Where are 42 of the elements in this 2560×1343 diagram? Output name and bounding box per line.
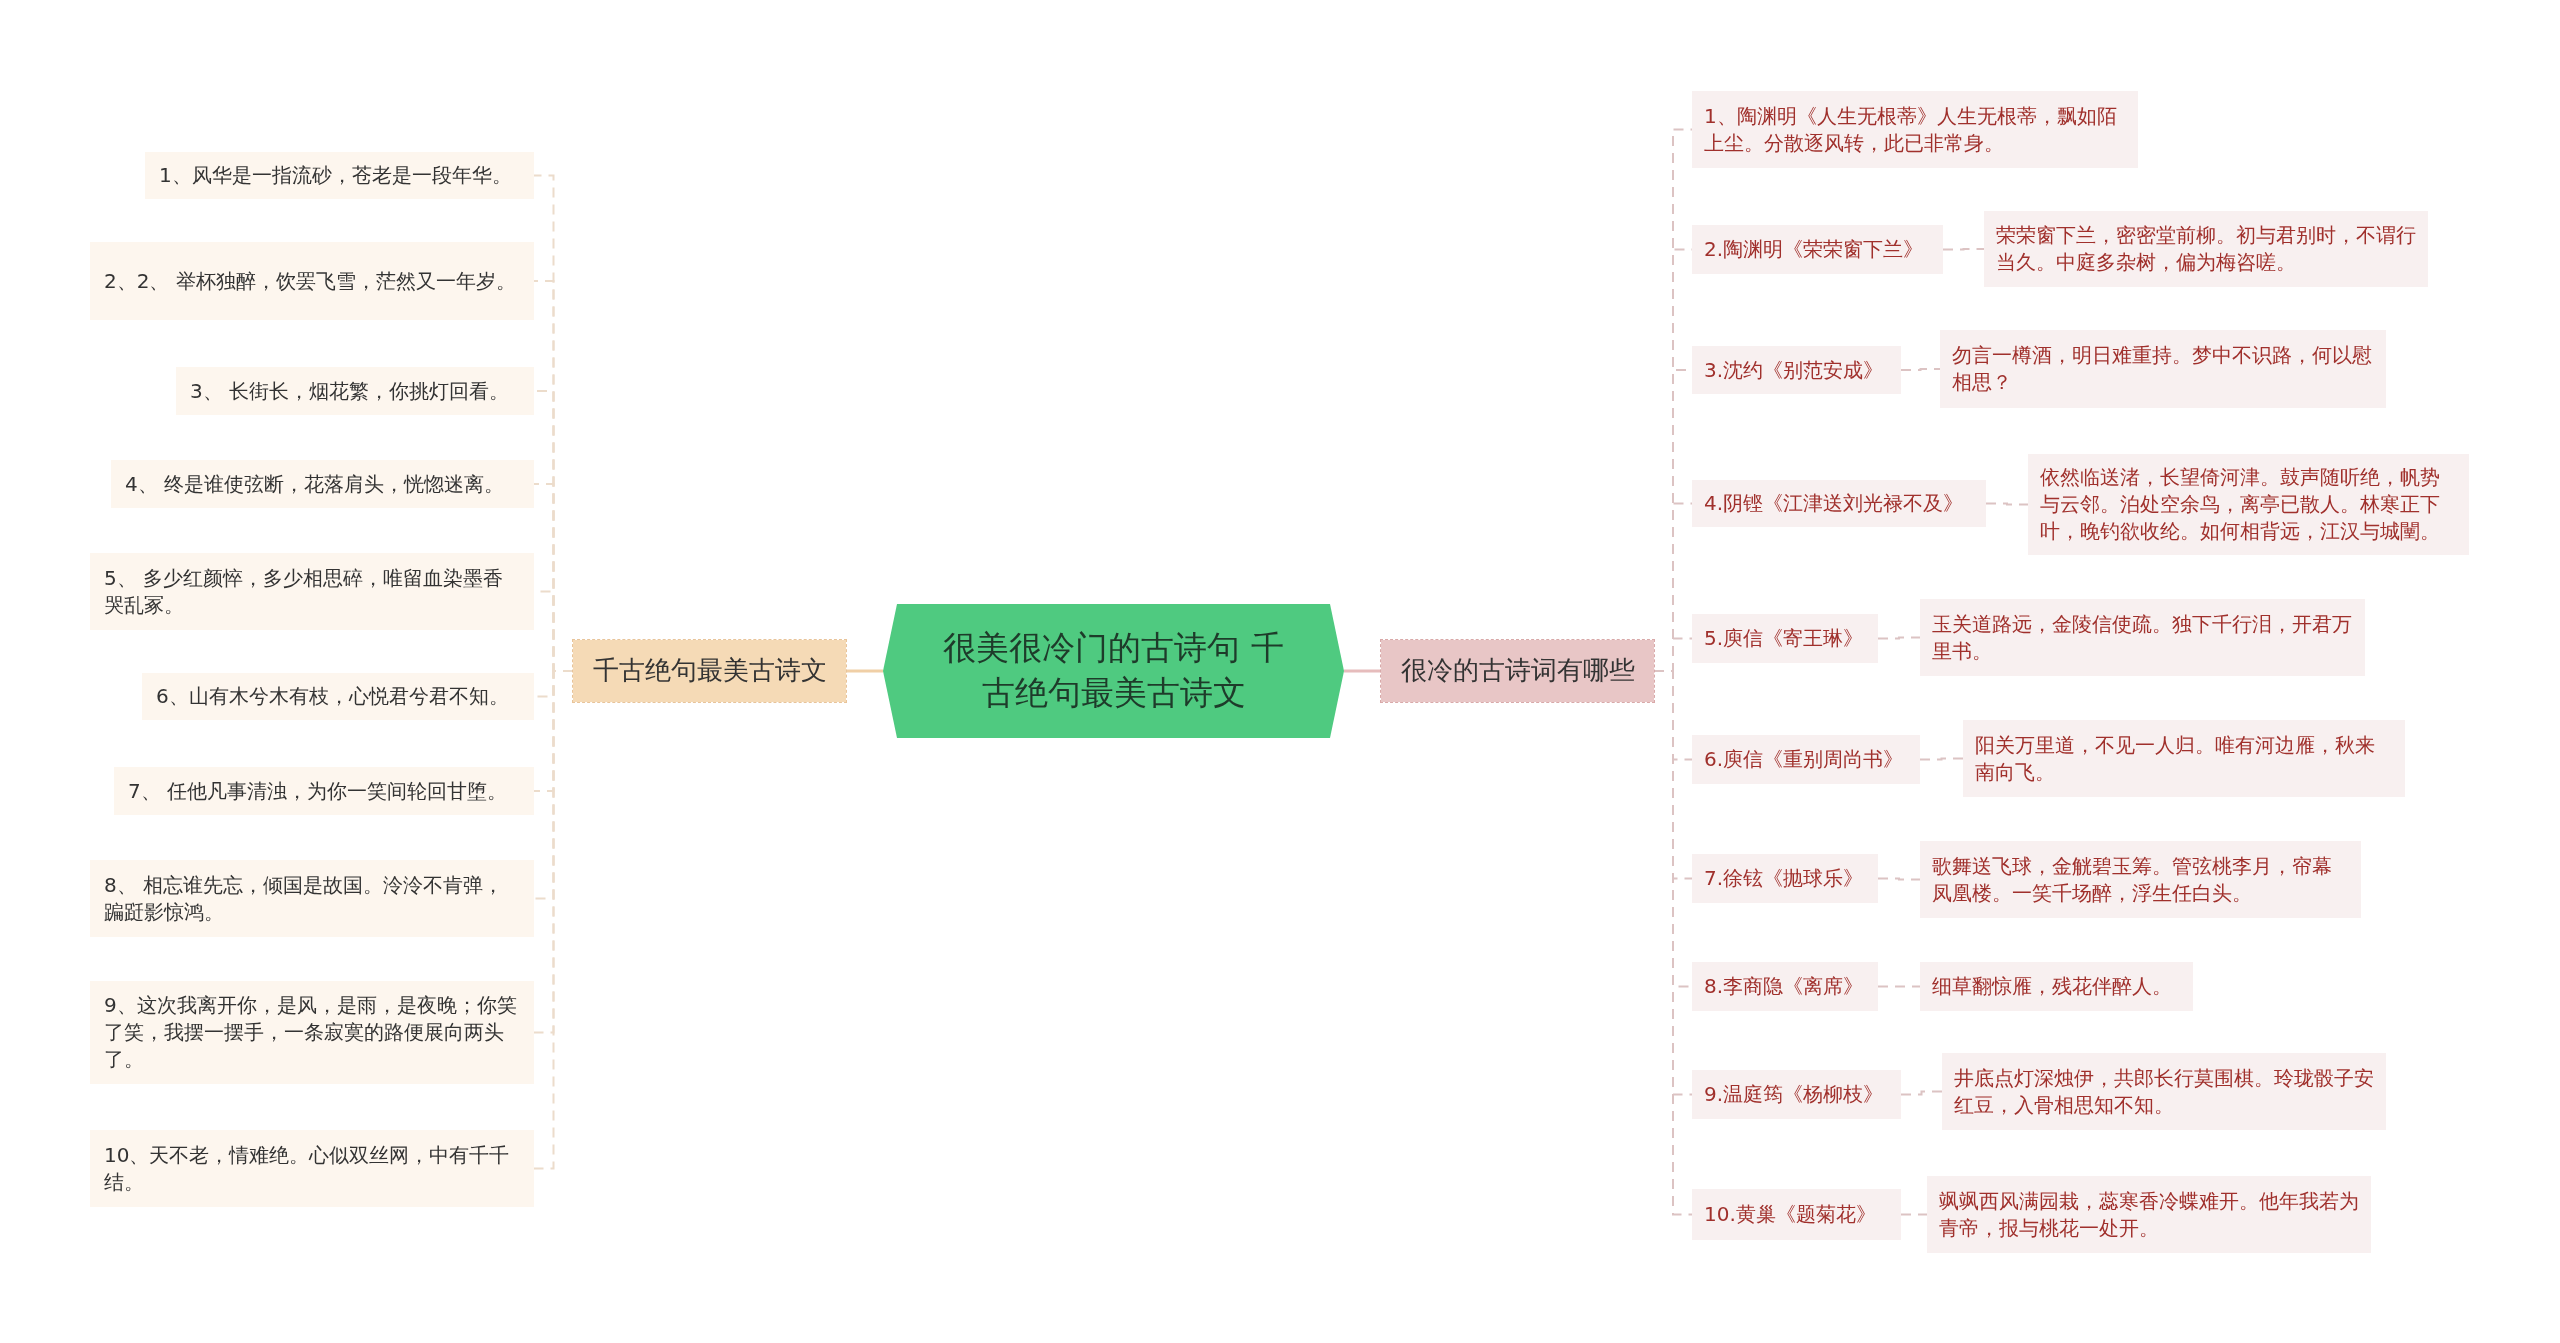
branch-box: 很冷的古诗词有哪些 [1381,640,1654,702]
branch-box: 千古绝句最美古诗文 [573,640,846,702]
connector-line [1877,985,1921,988]
verse-box: 4.阴铿《江津送刘光禄不及》 [1692,480,1986,527]
connector-line [1877,877,1921,881]
verse-box: 2.陶渊明《荣荣窗下兰》 [1692,225,1943,274]
verse-box: 5、 多少红颜悴，多少相思碎，唯留血染墨香哭乱冢。 [90,553,534,630]
verse-box: 玉关道路远，金陵信使疏。独下千行泪，开君万里书。 [1920,599,2365,676]
verse-box: 7、 任他凡事清浊，为你一笑间轮回甘堕。 [114,767,534,815]
verse-box: 9、这次我离开你，是风，是雨，是夜晚；你笑了笑，我摆一摆手，一条寂寞的路便展向两头了。 [90,981,534,1084]
verse-box: 1、风华是一指流砂，苍老是一段年华。 [145,152,534,199]
verse-box: 2、2、 举杯独醉，饮罢飞雪，茫然又一年岁。 [90,242,534,320]
connector-line [1919,757,1964,761]
verse-box: 1、陶渊明《人生无根蒂》人生无根蒂，飘如陌上尘。分散逐风转，此已非常身。 [1692,91,2138,168]
verse-box: 6、山有木兮木有枝，心悦君兮君不知。 [142,673,534,720]
connector-line [1900,1090,1943,1096]
verse-box: 阳关万里道，不见一人归。唯有河边雁，秋来南向飞。 [1963,720,2405,797]
verse-box: 飒飒西风满园栽，蕊寒香冷蝶难开。他年我若为青帝，报与桃花一处开。 [1927,1176,2371,1253]
verse-box: 8.李商隐《离席》 [1692,962,1878,1011]
connector-line [1985,502,2029,506]
verse-box: 3、 长街长，烟花繁，你挑灯回看。 [176,367,534,415]
verse-box: 井底点灯深烛伊，共郎长行莫围棋。玲珑骰子安红豆，入骨相思知不知。 [1942,1053,2386,1130]
verse-box: 4、 终是谁使弦断，花落肩头，恍惚迷离。 [111,460,534,508]
verse-box: 7.徐铉《抛球乐》 [1692,854,1878,903]
connector-line [1942,248,1985,251]
verse-box: 9.温庭筠《杨柳枝》 [1692,1070,1901,1119]
verse-box: 荣荣窗下兰，密密堂前柳。初与君别时，不谓行当久。中庭多杂树，偏为梅咨嗟。 [1984,211,2428,287]
connector-line [1877,636,1921,640]
connector-line [1344,669,1381,673]
verse-box: 10.黄巢《题菊花》 [1692,1189,1901,1240]
verse-box: 5.庾信《寄王琳》 [1692,614,1878,663]
verse-box: 3.沈约《别范安成》 [1692,346,1901,394]
connector-line [1900,1213,1928,1216]
verse-box: 6.庾信《重别周尚书》 [1692,735,1920,784]
verse-box: 8、 相忘谁先忘，倾国是故国。泠泠不肯弹，蹁跹影惊鸿。 [90,860,534,937]
verse-box: 10、天不老，情难绝。心似双丝网，中有千千结。 [90,1130,534,1207]
verse-box: 歌舞送飞球，金觥碧玉筹。管弦桃李月，帘幕凤凰楼。一笑千场醉，浮生任白头。 [1920,841,2361,918]
verse-box: 依然临送渚，长望倚河津。鼓声随听绝，帆势与云邻。泊处空余鸟，离亭已散人。林寒正下叶，晚钓欲收纶。如何相背远，江汉与城闉。 [2028,454,2469,555]
verse-box: 细草翻惊雁，残花伴醉人。 [1920,962,2193,1011]
connector-line [846,669,883,673]
verse-box: 勿言一樽酒，明日难重持。梦中不识路，何以慰相思？ [1940,330,2386,408]
connector-line [1900,368,1941,371]
